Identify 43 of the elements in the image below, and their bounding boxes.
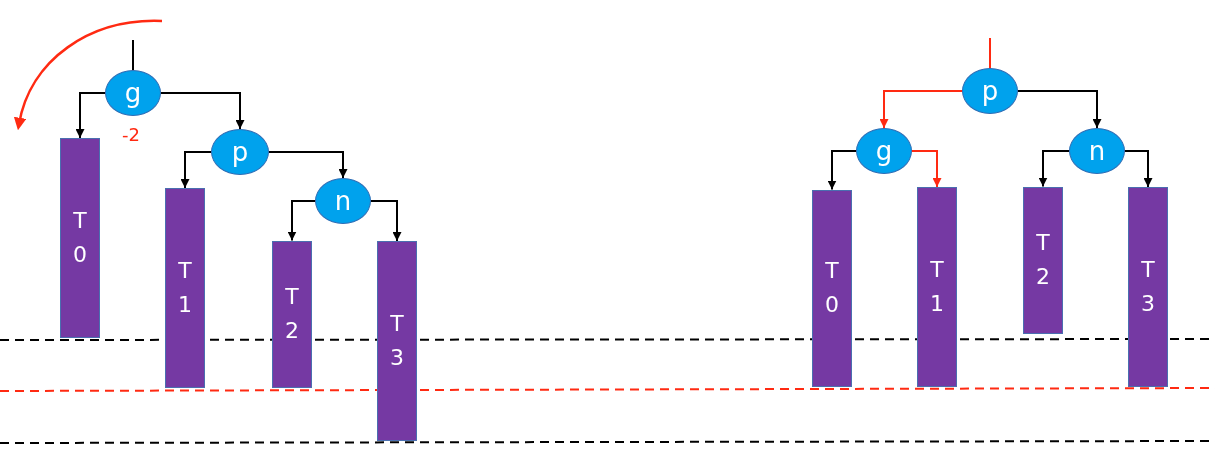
node-label: T2: [284, 282, 300, 345]
tree-node-ellipse: [1069, 128, 1125, 174]
node-label: T0: [824, 256, 840, 319]
node-label: g: [875, 138, 893, 164]
subtree-bar: [917, 187, 957, 387]
node-label: T3: [389, 309, 405, 372]
node-label: T1: [177, 256, 193, 319]
subtree-bar: [812, 189, 852, 387]
arrow: [1017, 90, 1102, 129]
subtree-bar: [272, 240, 312, 388]
connector-line: [132, 39, 134, 71]
tree-node-ellipse: [105, 70, 161, 116]
node-label: T3: [1140, 255, 1156, 318]
node-label: T0: [72, 206, 88, 269]
node-label: p: [231, 139, 249, 165]
arrow: [879, 90, 963, 129]
subtree-bar: [60, 138, 100, 338]
node-label: p: [981, 78, 999, 104]
arrow: [911, 150, 942, 188]
tree-node-ellipse: [211, 129, 269, 175]
arrow: [75, 92, 106, 139]
arrow: [827, 150, 857, 191]
node-label: n: [1088, 138, 1106, 164]
arrow: [1038, 150, 1070, 188]
subtree-bar: [1128, 187, 1168, 387]
node-label: T1: [929, 255, 945, 318]
arrow: [370, 200, 402, 242]
arrow: [180, 151, 212, 189]
node-label: n: [334, 188, 352, 214]
node-label: T2: [1035, 228, 1051, 291]
tree-node-ellipse: [315, 178, 371, 224]
node-label: g: [124, 80, 142, 106]
arrow: [287, 200, 316, 242]
arrow: [268, 151, 348, 179]
tree-node-ellipse: [962, 68, 1018, 114]
balance-factor-label: -2: [122, 124, 140, 145]
subtree-bar: [377, 241, 417, 441]
subtree-bar: [1023, 186, 1063, 334]
subtree-bar: [165, 188, 205, 388]
arrow: [1124, 150, 1153, 188]
arrow: [160, 92, 245, 130]
connector-line: [989, 37, 991, 69]
tree-node-ellipse: [856, 128, 912, 174]
